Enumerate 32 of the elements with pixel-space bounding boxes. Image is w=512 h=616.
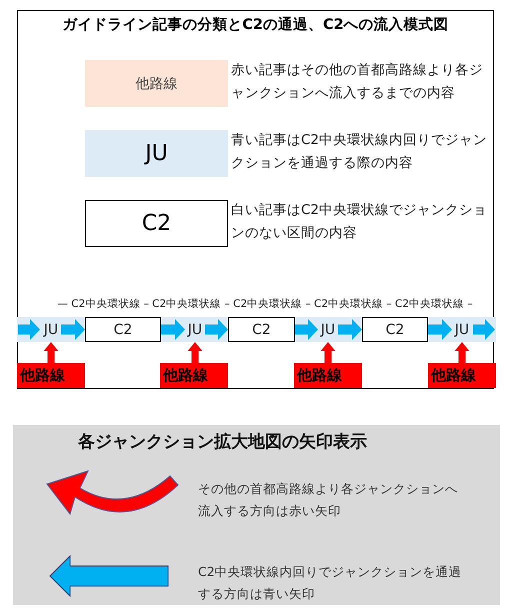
- arrow: [454, 342, 470, 363]
- arrow: [295, 319, 318, 340]
- junction-legend-box: JU: [85, 130, 228, 177]
- junction-label: JU: [41, 317, 61, 342]
- route-legend-box: 他路線: [85, 60, 228, 107]
- section-legend-box: C2: [85, 200, 228, 247]
- arrow: [61, 319, 85, 340]
- arrow: [320, 342, 336, 363]
- arrow: [338, 319, 362, 340]
- section-box: C2: [228, 317, 295, 342]
- arrow: [188, 342, 202, 363]
- section-box: C2: [362, 317, 428, 342]
- route-box: 他路線: [160, 363, 228, 388]
- legend-description: 赤い記事はその他の首都高路線より各ジャンクションへ流入するまでの内容: [231, 61, 484, 103]
- arrow: [161, 319, 185, 340]
- diagram-title: ガイドライン記事の分類とC2の通過、C2への流入模式図: [61, 16, 450, 34]
- route-label: — C2中央環状線 – C2中央環状線 – C2中央環状線 – C2中央環状線 – C2中央環状線 –: [56, 297, 474, 311]
- legend-description: 白い記事はC2中央環状線でジャンクションのない区間の内容: [231, 201, 488, 243]
- panel-heading: 各ジャンクション拡大地図の矢印表示: [78, 431, 367, 453]
- route-box: 他路線: [294, 363, 362, 388]
- legend-text: その他の首都高路線より各ジャンクションへ流入する方向は赤い矢印: [198, 480, 459, 520]
- section-box: C2: [85, 317, 161, 342]
- route-box: 他路線: [17, 363, 85, 388]
- arrow: [428, 319, 452, 340]
- route-box: 他路線: [428, 363, 496, 388]
- arrow: [44, 342, 58, 363]
- arrow: [205, 319, 228, 340]
- junction-label: JU: [318, 317, 338, 342]
- legend-description: 青い記事はC2中央環状線内回りでジャンクションを通過する際の内容: [231, 131, 488, 173]
- junction-label: JU: [452, 317, 472, 342]
- junction-label: JU: [185, 317, 205, 342]
- legend-text: C2中央環状線内回りでジャンクションを通過する方向は青い矢印: [198, 563, 463, 603]
